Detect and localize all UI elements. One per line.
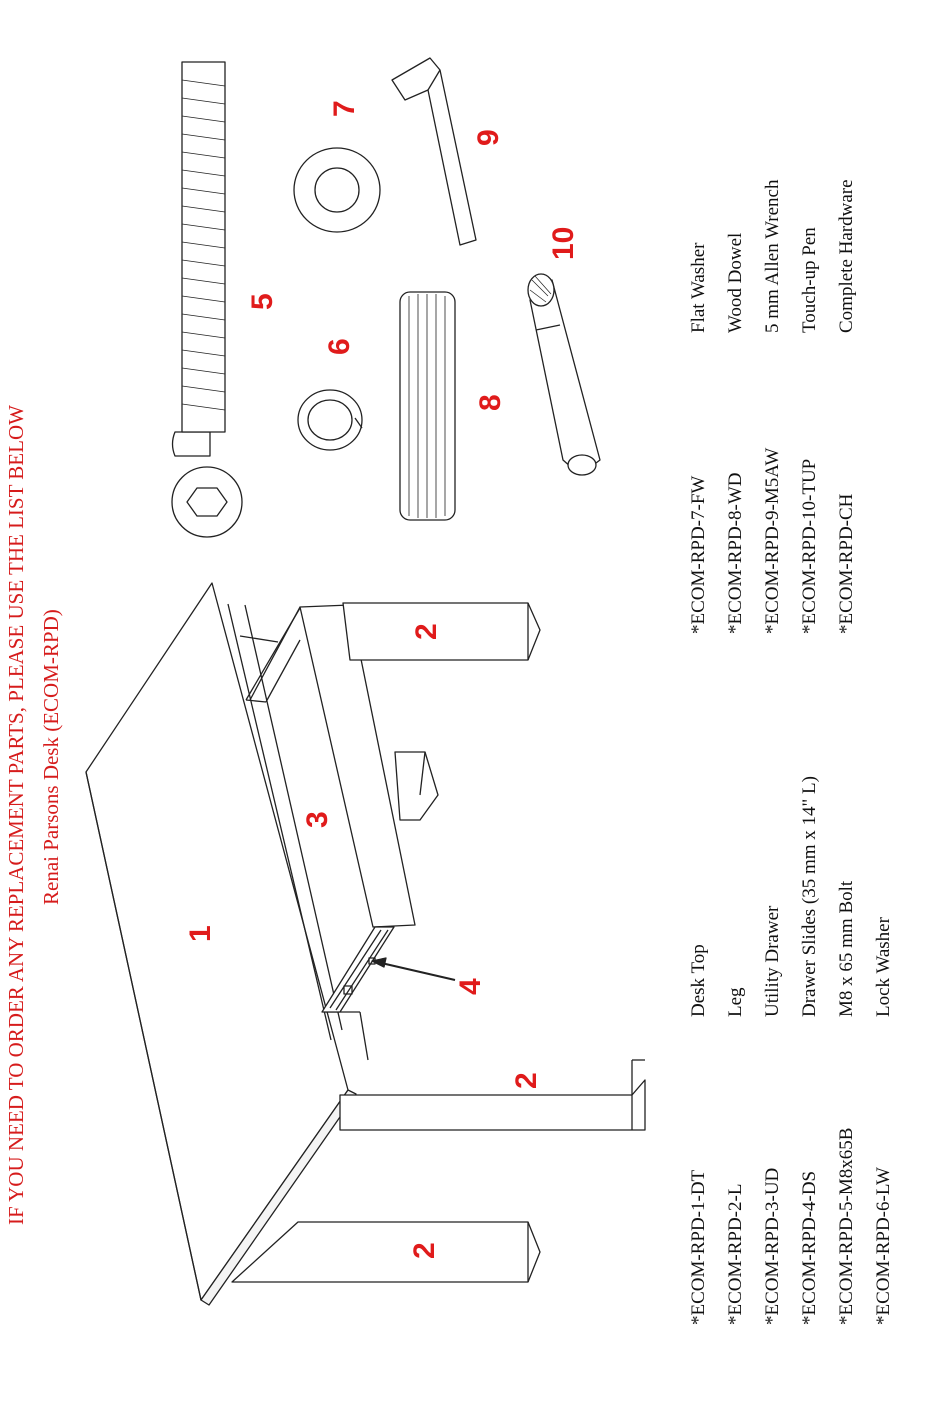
part-name-7: Flat Washer xyxy=(688,242,709,333)
callout-4-slides: 4 xyxy=(454,978,487,995)
callout-5-bolt: 5 xyxy=(246,293,279,310)
part-code-1: *ECOM-RPD-1-DT xyxy=(688,1169,709,1325)
part-code-6: *ECOM-RPD-6-LW xyxy=(873,1167,894,1325)
part-code-8: *ECOM-RPD-8-WD xyxy=(725,472,746,635)
part-name-9: 5 mm Allen Wrench xyxy=(762,179,783,334)
callout-7-flat-washer: 7 xyxy=(328,100,361,117)
lock-washer-drawing xyxy=(297,389,363,451)
leg-back-right-drawing xyxy=(342,602,541,661)
callout-1-desk-top: 1 xyxy=(184,925,217,942)
part-code-11: *ECOM-RPD-CH xyxy=(836,493,857,634)
callout-2-leg-center: 2 xyxy=(510,1072,543,1089)
callout-3-drawer: 3 xyxy=(301,811,334,828)
page-title: IF YOU NEED TO ORDER ANY REPLACEMENT PAR… xyxy=(4,405,28,1225)
part-code-2: *ECOM-RPD-2-L xyxy=(725,1183,746,1325)
leg-front-center-drawing xyxy=(339,1059,646,1131)
part-code-10: *ECOM-RPD-10-TUP xyxy=(799,458,820,634)
callout-2-leg-back: 2 xyxy=(410,623,443,640)
part-name-4: Drawer Slides (35 mm x 14" L) xyxy=(799,776,820,1017)
allen-wrench-drawing xyxy=(391,57,477,246)
part-code-7: *ECOM-RPD-7-FW xyxy=(688,475,709,634)
part-name-5: M8 x 65 mm Bolt xyxy=(836,880,857,1017)
flat-washer-drawing xyxy=(293,147,381,233)
touch-up-pen-drawing xyxy=(527,273,601,476)
drawer-drawing xyxy=(249,604,439,928)
drawer-slide-drawing xyxy=(321,926,456,1013)
callout-6-lock-washer: 6 xyxy=(323,338,356,355)
callout-9-wrench: 9 xyxy=(472,129,505,146)
page-subtitle: Renai Parsons Desk (ECOM-RPD) xyxy=(39,609,63,905)
part-name-6: Lock Washer xyxy=(873,917,894,1017)
leg-front-left-drawing xyxy=(231,1221,541,1283)
part-name-3: Utility Drawer xyxy=(762,905,783,1017)
wood-dowel-drawing xyxy=(399,291,456,521)
callout-8-dowel: 8 xyxy=(474,394,507,411)
part-code-3: *ECOM-RPD-3-UD xyxy=(762,1167,783,1325)
part-name-1: Desk Top xyxy=(688,944,709,1017)
callout-2-leg-front: 2 xyxy=(408,1242,441,1259)
callout-10-pen: 10 xyxy=(547,226,580,260)
part-code-5: *ECOM-RPD-5-M8x65B xyxy=(836,1127,857,1325)
bolt-drawing xyxy=(171,61,243,538)
part-name-11: Complete Hardware xyxy=(836,179,857,333)
part-name-8: Wood Dowel xyxy=(725,232,746,333)
part-name-2: Leg xyxy=(725,987,746,1017)
part-code-9: *ECOM-RPD-9-M5AW xyxy=(762,447,783,634)
desk-top-drawing xyxy=(85,582,357,1306)
part-code-4: *ECOM-RPD-4-DS xyxy=(799,1170,820,1325)
part-name-10: Touch-up Pen xyxy=(799,227,820,333)
